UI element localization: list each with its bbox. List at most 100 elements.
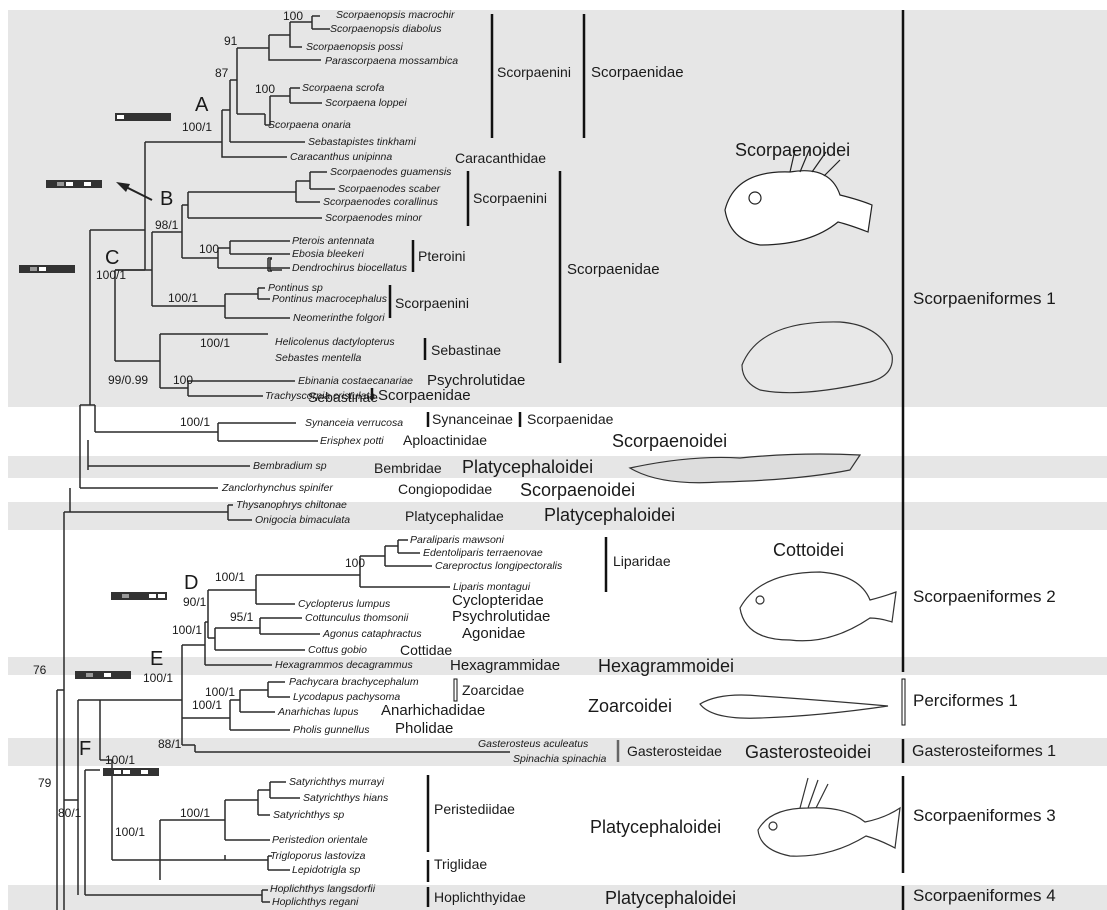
suborder-label: Scorpaenoidei [735, 140, 850, 160]
taxon-label: Scorpaena onaria [268, 119, 351, 131]
support-value: 100/1 [182, 120, 212, 134]
taxon-label: Hoplichthys regani [272, 896, 358, 908]
support-value: 100/1 [96, 268, 126, 282]
suborder-label: Platycephaloidei [544, 505, 675, 525]
taxon-label: Scorpaenopsis diabolus [330, 23, 442, 35]
character-state-cell [48, 267, 55, 271]
family-label: Hexagrammidae [450, 658, 560, 674]
support-value: 100/1 [180, 415, 210, 429]
family-label: Liparidae [613, 553, 671, 569]
support-value: 100 [199, 242, 219, 256]
character-state-cell [122, 673, 129, 677]
character-state-cell [95, 673, 102, 677]
taxon-label: Scorpaena loppei [325, 97, 407, 109]
taxon-label: Agonus cataphractus [323, 628, 422, 640]
support-value: 87 [215, 66, 228, 80]
suborder-label: Cottoidei [773, 540, 844, 560]
taxon-label: Thysanophrys chiltonae [236, 499, 347, 511]
suborder-label: Scorpaenoidei [612, 431, 727, 451]
order-label: Perciformes 1 [913, 691, 1018, 711]
character-state-cell [21, 267, 28, 271]
suborder-label: Gasterosteoidei [745, 742, 871, 762]
taxon-label: Scorpaenodes minor [325, 212, 422, 224]
family-label: Psychrolutidae [452, 609, 550, 625]
taxon-label: Trigloporus lastoviza [270, 850, 366, 862]
family-label: Scorpaenini [497, 64, 571, 80]
family-label: Scorpaenidae [567, 262, 660, 278]
order-label: Scorpaeniformes 4 [913, 886, 1056, 906]
taxon-label: Scorpaenodes corallinus [323, 196, 438, 208]
family-label: Bembridae [374, 460, 442, 476]
family-label: Caracanthidae [455, 150, 546, 166]
support-value: 100/1 [143, 671, 173, 685]
support-value: 91 [224, 34, 237, 48]
taxon-label: Ebinania costaecanariae [298, 375, 413, 387]
node-label-b: B [160, 188, 173, 210]
order-label: Scorpaeniformes 1 [913, 289, 1056, 309]
node-label-c: C [105, 247, 119, 269]
support-value: 100/1 [115, 825, 145, 839]
family-label: Congiopodidae [398, 481, 492, 497]
suborder-label: Platycephaloidei [605, 888, 736, 908]
suborder-label: Hexagrammoidei [598, 656, 734, 676]
taxon-label: Synanceia verrucosa [305, 417, 403, 429]
zoarcoidei-fish-illustration [700, 695, 888, 718]
support-value: 80/1 [58, 806, 81, 820]
family-label: Cottidae [400, 642, 452, 658]
support-value: 100 [255, 82, 275, 96]
support-value: 100/1 [180, 806, 210, 820]
suborder-label: Platycephaloidei [462, 457, 593, 477]
taxon-label: Pachycara brachycephalum [289, 676, 419, 688]
character-state-cell [114, 770, 121, 774]
family-label: Peristediidae [434, 801, 515, 817]
family-label: Sebastinae [308, 389, 378, 405]
family-label: Anarhichadidae [381, 703, 485, 719]
char-bar-e [75, 671, 131, 679]
taxon-label: Scorpaenodes guamensis [330, 166, 451, 178]
family-label: Scorpaenidae [591, 63, 684, 83]
character-state-cell [158, 594, 165, 598]
character-state-cell [48, 182, 55, 186]
character-state-cell [141, 770, 148, 774]
character-state-cell [104, 673, 111, 677]
support-value: 100/1 [200, 336, 230, 350]
taxon-label: Hoplichthys langsdorfii [270, 883, 375, 895]
taxon-label: Spinachia spinachia [513, 753, 606, 765]
family-label: Hoplichthyidae [434, 889, 526, 905]
support-value: 100 [173, 373, 193, 387]
support-value: 100 [283, 9, 303, 23]
support-value: 95/1 [230, 610, 253, 624]
taxon-label: Paraliparis mawsoni [410, 534, 504, 546]
character-state-cell [132, 770, 139, 774]
taxon-label: Cyclopterus lumpus [298, 598, 390, 610]
family-label: Sebastinae [431, 342, 501, 358]
taxon-label: Satyrichthys murrayi [289, 776, 384, 788]
taxon-label: Scorpaenopsis possi [306, 41, 403, 53]
support-value: 100 [345, 556, 365, 570]
bembradium-fish-illustration [630, 454, 860, 483]
character-state-cell [77, 673, 84, 677]
character-state-cell [57, 267, 64, 271]
taxon-label: Gasterosteus aculeatus [478, 738, 588, 750]
character-state-cell [131, 594, 138, 598]
character-state-cell [140, 594, 147, 598]
platycephaloidei-fish-illustration [758, 778, 900, 856]
support-value: 79 [38, 776, 51, 790]
character-state-cell [126, 115, 133, 119]
taxon-label: Hexagrammos decagrammus [275, 659, 413, 671]
taxon-label: Pterois antennata [292, 235, 374, 247]
character-state-cell [113, 673, 120, 677]
character-state-cell [122, 594, 129, 598]
synanceia-fish-illustration [742, 322, 892, 393]
cottoidei-fish-illustration [740, 572, 896, 641]
taxon-label: Bembradium sp [253, 460, 327, 472]
taxon-label: Neomerinthe folgori [293, 312, 385, 324]
family-label: Triglidae [434, 856, 487, 872]
family-label: Pteroini [418, 248, 465, 264]
character-state-cell [113, 594, 120, 598]
node-label-a: A [195, 94, 208, 116]
family-label: Scorpaenini [395, 295, 469, 311]
family-label: Pholidae [395, 721, 453, 737]
node-label-e: E [150, 648, 163, 670]
support-value: 76 [33, 663, 46, 677]
